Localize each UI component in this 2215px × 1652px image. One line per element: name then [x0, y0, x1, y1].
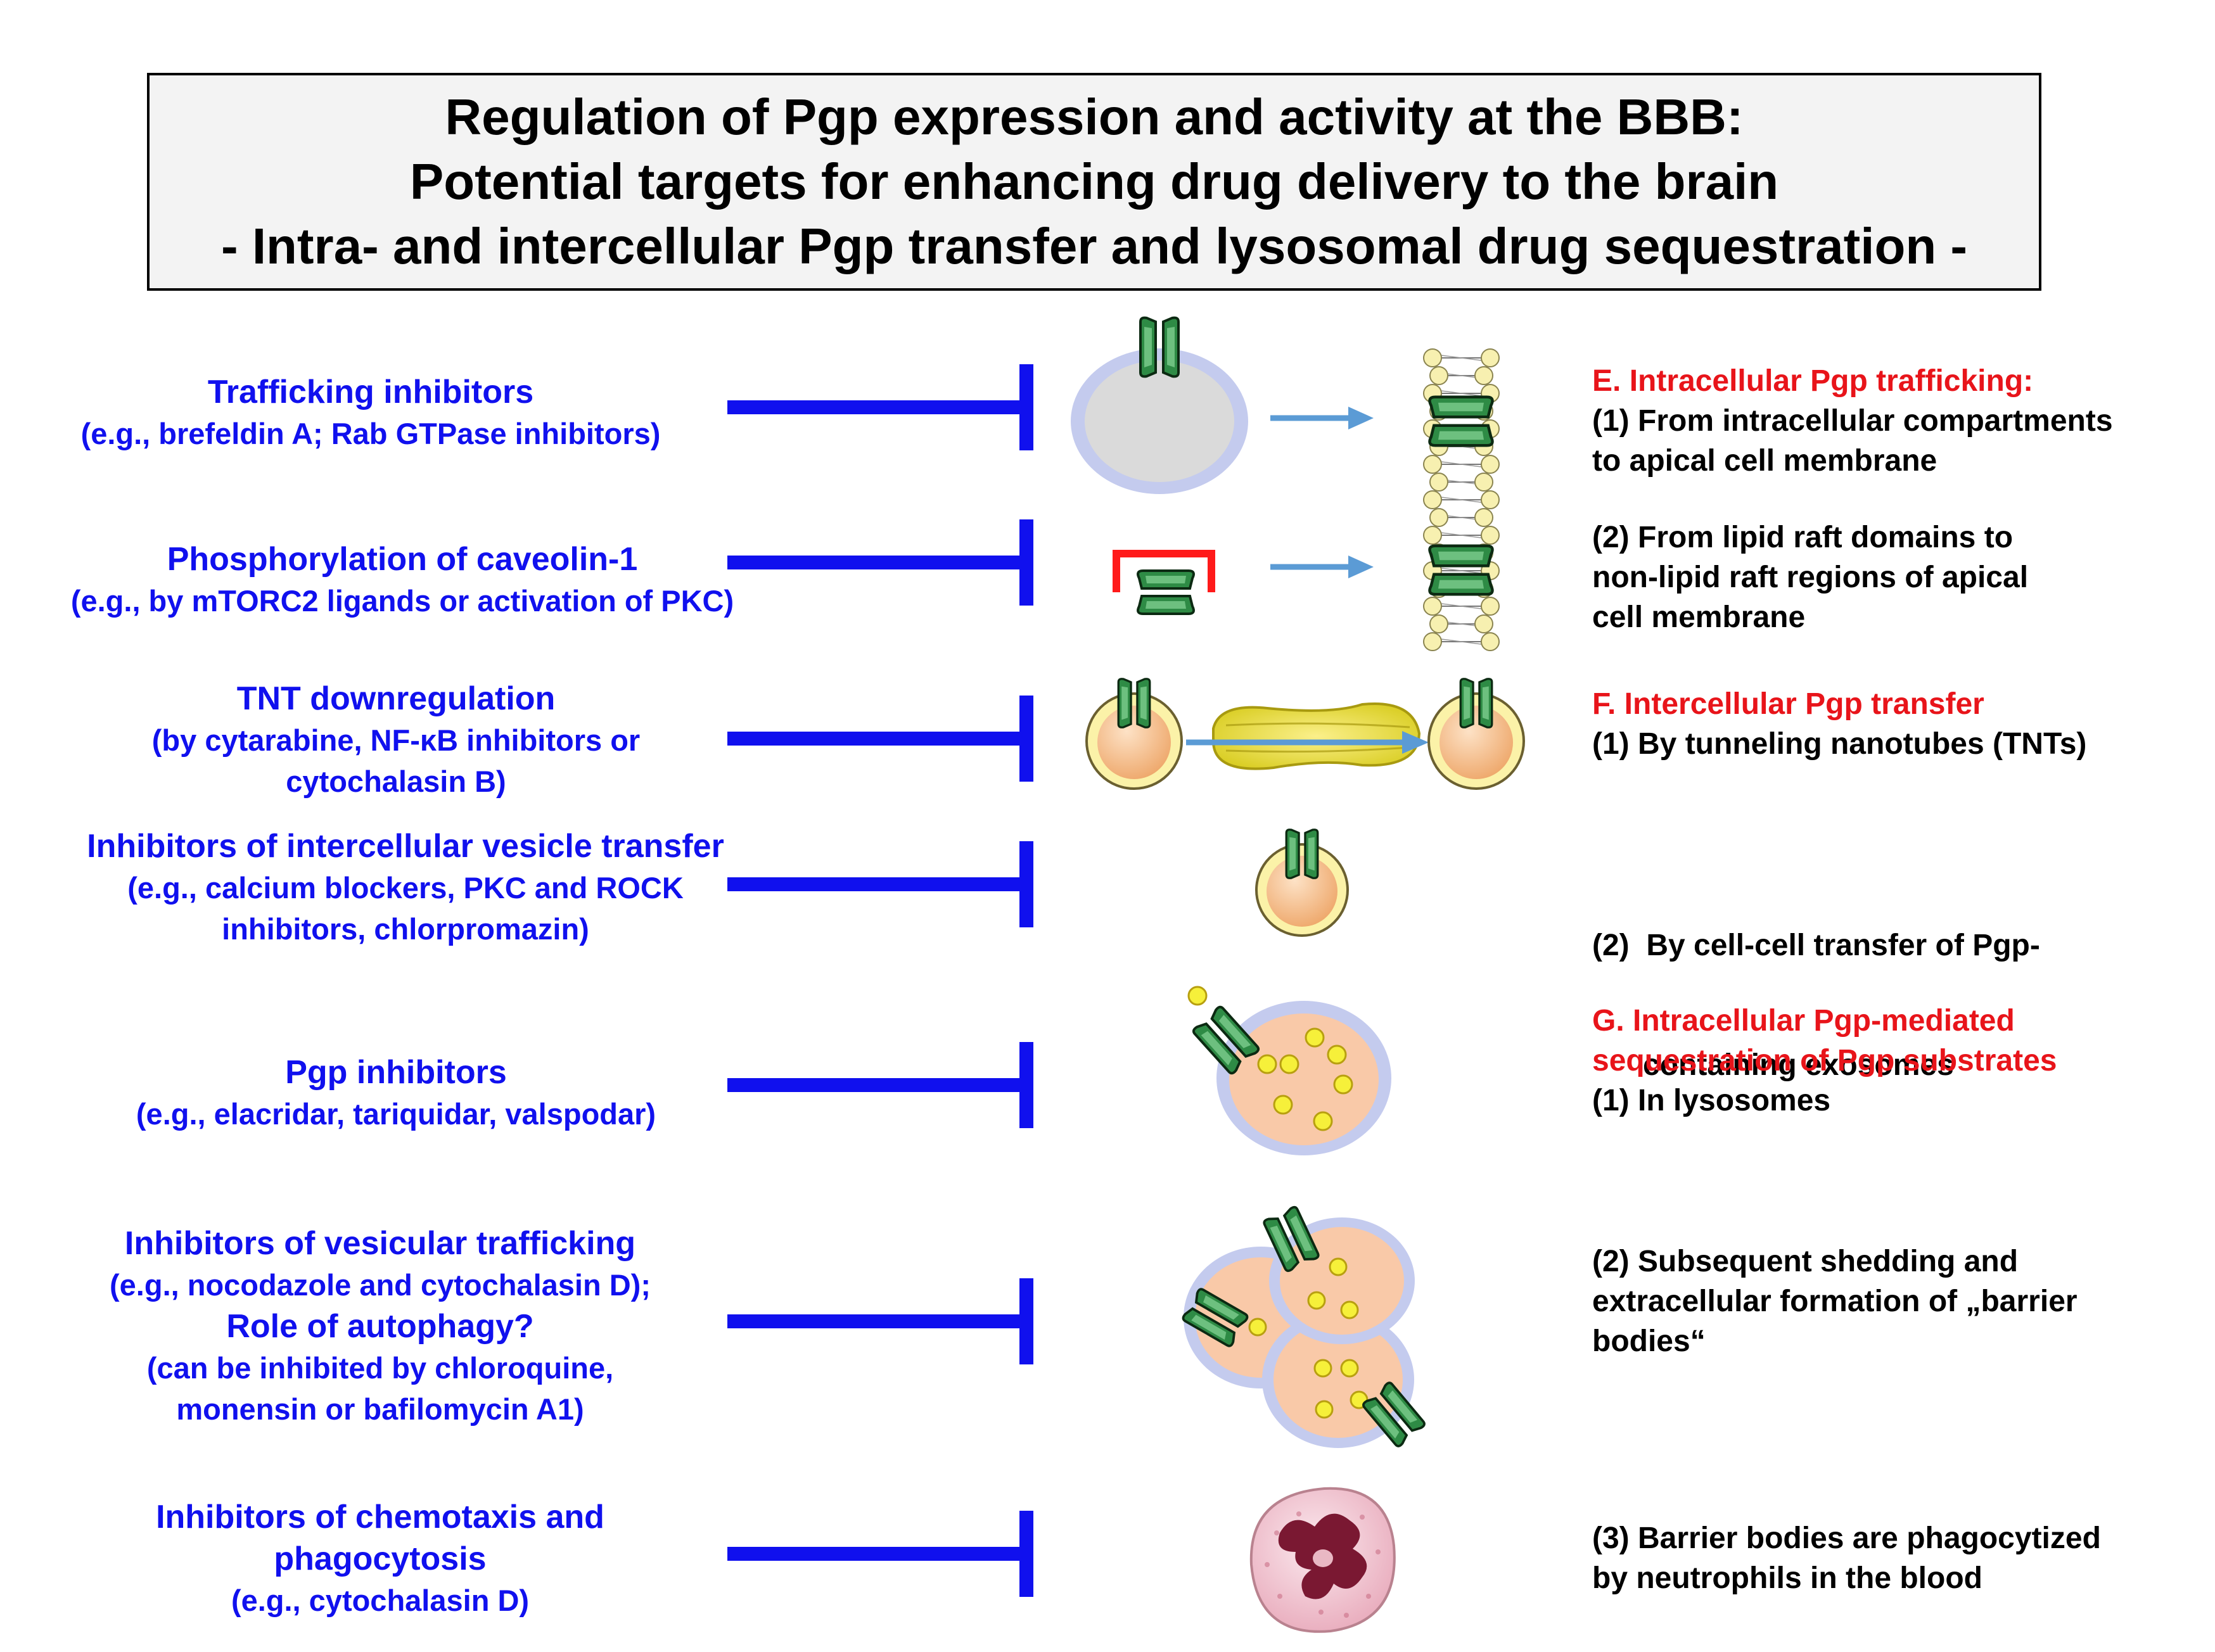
inhibitor-title: Role of autophagy?: [226, 1308, 534, 1345]
inhibitor-example: inhibitors, chlorpromazin): [222, 912, 589, 946]
mechanism-text: (2) From lipid raft domains to: [1592, 521, 2014, 554]
title-line-2: Potential targets for enhancing drug del…: [409, 153, 1779, 210]
inhibitor-example: (e.g., calcium blockers, PKC and ROCK: [127, 871, 684, 905]
inhibitor-example: (e.g., elacridar, tariquidar, valspodar): [136, 1097, 656, 1131]
inhibitor-label-tnt: TNT downregulation (by cytarabine, NF-κB…: [54, 678, 738, 802]
inhibition-line-icon: [727, 1042, 1033, 1128]
inhibitor-example: (by cytarabine, NF-κB inhibitors or: [151, 723, 641, 757]
exosome-icon: [1255, 829, 1349, 937]
inhibitor-example: (can be inhibited by chloroquine,: [146, 1351, 614, 1385]
mechanism-F-1: F. Intercellular Pgp transfer (1) By tun…: [1592, 684, 2086, 764]
inhibition-line-icon: [727, 364, 1033, 450]
tunneling-nanotube-icon: [1186, 702, 1429, 770]
mechanism-E-2: (2) From lipid raft domains to non-lipid…: [1592, 518, 2028, 637]
inhibitor-example: monensin or bafilomycin A1): [176, 1392, 584, 1426]
inhibitor-example: (e.g., cytochalasin D): [231, 1584, 530, 1617]
inhibitor-label-vesicle-transfer: Inhibitors of intercellular vesicle tran…: [41, 825, 770, 950]
neutrophil-icon: [1249, 1487, 1396, 1633]
mechanism-text: to apical cell membrane: [1592, 444, 1937, 478]
mechanism-text: (1) By tunneling nanotubes (TNTs): [1592, 727, 2087, 761]
mechanism-text: (1) In lysosomes: [1592, 1084, 1831, 1117]
inhibition-line-icon: [727, 519, 1033, 606]
mechanism-E-1: E. Intracellular Pgp trafficking: (1) Fr…: [1592, 361, 2113, 481]
inhibitor-label-chemotaxis: Inhibitors of chemotaxis and phagocytosi…: [54, 1496, 706, 1621]
inhibition-line-icon: [727, 1278, 1033, 1364]
inhibitor-label-vesicular-trafficking: Inhibitors of vesicular trafficking (e.g…: [54, 1223, 706, 1430]
mechanism-text: (2) Subsequent shedding and: [1592, 1245, 2019, 1278]
inhibitor-example: cytochalasin B): [286, 765, 506, 798]
mechanism-text: (1) From intracellular compartments: [1592, 404, 2113, 438]
inhibitor-title: Inhibitors of chemotaxis and: [156, 1499, 604, 1535]
mechanism-text: bodies“: [1592, 1325, 1706, 1358]
mechanism-text: (3) Barrier bodies are phagocytized: [1592, 1522, 2101, 1555]
mechanism-G-3: (3) Barrier bodies are phagocytized by n…: [1592, 1518, 2101, 1598]
mechanism-heading: sequestration of Pgp substrates: [1592, 1044, 2057, 1077]
arrow-icon: [1270, 556, 1374, 578]
lysosome-icon: [1187, 986, 1391, 1155]
mechanism-text: extracellular formation of „barrier: [1592, 1285, 2078, 1318]
title-line-1: Regulation of Pgp expression and activit…: [445, 89, 1744, 145]
inhibition-line-icon: [727, 1511, 1033, 1597]
mechanism-G-1: G. Intracellular Pgp-mediated sequestrat…: [1592, 1001, 2057, 1121]
title-line-3: - Intra- and intercellular Pgp transfer …: [220, 218, 1968, 274]
mechanism-heading: G. Intracellular Pgp-mediated: [1592, 1004, 2015, 1038]
exosome-icon: [1427, 678, 1525, 790]
lipid-bilayer-icon: [1423, 348, 1500, 651]
inhibitor-title: TNT downregulation: [236, 680, 556, 717]
inhibitor-title: Inhibitors of intercellular vesicle tran…: [87, 828, 724, 865]
inhibitor-example: (e.g., nocodazole and cytochalasin D);: [110, 1268, 651, 1302]
mechanism-heading: F. Intercellular Pgp transfer: [1592, 687, 1984, 721]
inhibitor-title: phagocytosis: [274, 1541, 487, 1577]
exosome-icon: [1085, 678, 1183, 790]
vesicle-icon: [1071, 316, 1248, 494]
caveolin-bracket-icon: [1113, 550, 1215, 615]
title-box: Regulation of Pgp expression and activit…: [147, 73, 2041, 291]
inhibitor-label-caveolin: Phosphorylation of caveolin-1 (e.g., by …: [54, 538, 751, 621]
inhibitor-example: (e.g., by mTORC2 ligands or activation o…: [70, 584, 734, 618]
mechanism-text: non-lipid raft regions of apical: [1592, 561, 2029, 594]
inhibition-lines: [727, 364, 1033, 1597]
mechanism-text: cell membrane: [1592, 600, 1806, 634]
inhibitor-title: Inhibitors of vesicular trafficking: [124, 1225, 636, 1262]
inhibition-line-icon: [727, 841, 1033, 927]
mechanism-G-2: (2) Subsequent shedding and extracellula…: [1592, 1242, 2078, 1361]
arrow-icon: [1270, 407, 1374, 429]
inhibition-line-icon: [727, 696, 1033, 782]
inhibitor-title: Pgp inhibitors: [285, 1054, 507, 1091]
inhibitor-label-trafficking: Trafficking inhibitors (e.g., brefeldin …: [54, 371, 687, 454]
inhibitor-title: Trafficking inhibitors: [207, 374, 534, 410]
pgp-transporter-icon: [1430, 397, 1493, 446]
mechanism-heading: E. Intracellular Pgp trafficking:: [1592, 364, 2034, 398]
inhibitor-title: Phosphorylation of caveolin-1: [167, 541, 638, 578]
inhibitor-example: (e.g., brefeldin A; Rab GTPase inhibitor…: [80, 417, 661, 450]
barrier-bodies-icon: [1180, 1205, 1427, 1449]
mechanism-text: containing exosomes: [1592, 1048, 1954, 1082]
mechanism-text: (2) By cell-cell transfer of Pgp-: [1592, 929, 2040, 962]
inhibitor-label-pgp: Pgp inhibitors (e.g., elacridar, tariqui…: [54, 1052, 738, 1134]
mechanism-F-2: (2) By cell-cell transfer of Pgp- contai…: [1592, 846, 2040, 1125]
pgp-transporter-icon: [1137, 569, 1195, 615]
mechanism-text: by neutrophils in the blood: [1592, 1561, 1982, 1595]
